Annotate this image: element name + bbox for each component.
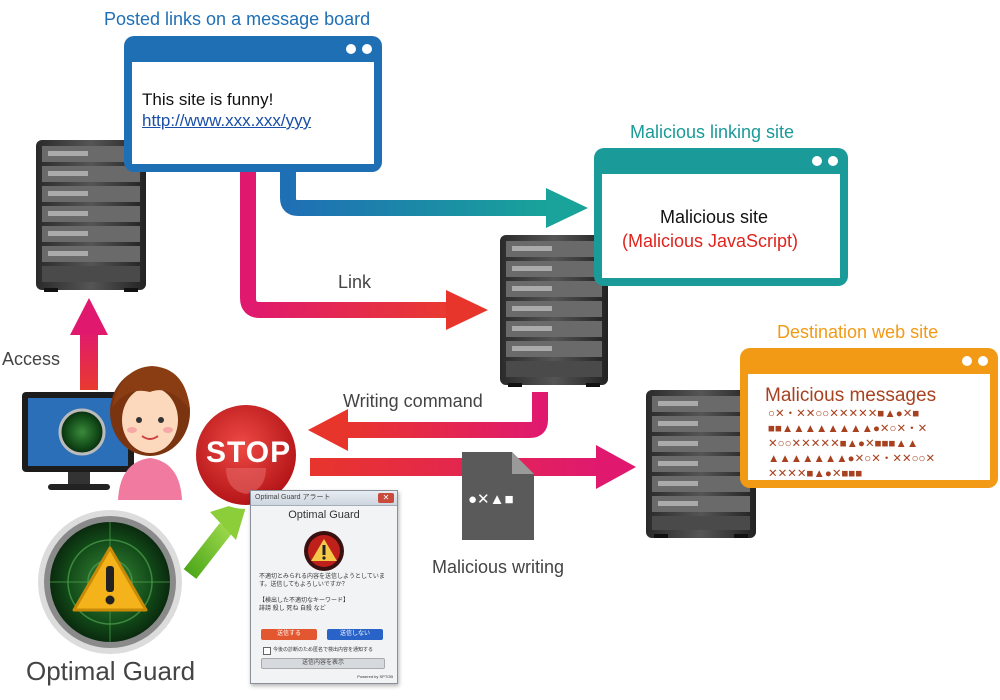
notify-checkbox[interactable] bbox=[263, 647, 271, 655]
green-arrow-shaft bbox=[183, 523, 233, 579]
window-dot-icon bbox=[362, 44, 372, 54]
server-left bbox=[36, 140, 146, 292]
blue-arrow-shaft bbox=[280, 138, 548, 216]
green-arrowhead bbox=[210, 500, 248, 540]
access-arrowhead bbox=[70, 298, 108, 335]
link-label: Link bbox=[338, 272, 372, 292]
window-dot-icon bbox=[962, 356, 972, 366]
post-text: This site is funny! bbox=[142, 90, 274, 109]
dialog-keyword-label: 【検出した不適切なキーワード】 bbox=[259, 598, 350, 604]
malicious-messages-label: Malicious messages bbox=[765, 385, 937, 406]
notify-checkbox-label: 今後の診断のため匿名で検出内容を通知する bbox=[273, 647, 374, 653]
post-link[interactable]: http://www.xxx.xxx/yyy bbox=[142, 111, 312, 130]
malicious-linking-title: Malicious linking site bbox=[630, 122, 795, 142]
malicious-js-label: (Malicious JavaScript) bbox=[622, 231, 799, 251]
dialog-warning-icon bbox=[304, 531, 344, 571]
writing-command-label: Writing command bbox=[343, 391, 483, 411]
close-icon[interactable]: ✕ bbox=[378, 493, 394, 503]
writing-command-arrowhead bbox=[308, 409, 348, 451]
dialog-footer: Powered by SPTOB bbox=[357, 674, 393, 679]
message-line: ✕✕✕✕■▲●✕■■■ bbox=[768, 468, 863, 480]
server-middle bbox=[500, 235, 608, 387]
message-board-body: This site is funny! http://www.xxx.xxx/y… bbox=[132, 62, 374, 164]
destination-title: Destination web site bbox=[777, 322, 939, 342]
blue-arrowhead bbox=[546, 188, 588, 228]
message-board-window: This site is funny! http://www.xxx.xxx/y… bbox=[124, 36, 382, 172]
dialog-titlebar: Optimal Guard アラート bbox=[251, 491, 397, 506]
window-dot-icon bbox=[346, 44, 356, 54]
malicious-message-lines: ○✕・✕✕○○✕✕✕✕✕■▲●✕■ ■■▲▲▲▲▲▲▲▲●✕○✕・✕ ✕○○✕✕… bbox=[768, 407, 990, 482]
linking-site-titlebar bbox=[594, 148, 848, 174]
stop-text: STOP bbox=[206, 436, 292, 469]
malicious-writing-arrowhead bbox=[596, 445, 636, 489]
message-line: ▲▲▲▲▲▲▲●✕○✕・✕✕○○✕ bbox=[768, 453, 936, 465]
server-right bbox=[646, 390, 756, 538]
linking-site-body bbox=[602, 174, 840, 278]
optimal-guard-logo-icon bbox=[38, 510, 182, 654]
message-line: ○✕・✕✕○○✕✕✕✕✕■▲●✕■ bbox=[768, 408, 920, 420]
writing-command-arrow-shaft bbox=[345, 392, 548, 438]
access-label: Access bbox=[2, 349, 61, 369]
message-board-titlebar bbox=[124, 36, 382, 62]
window-dot-icon bbox=[978, 356, 988, 366]
dialog-message: 不適切とみられる内容を送信しようとしています。送信してもよろしいですか？ bbox=[259, 574, 385, 588]
alert-dialog: Optimal Guard アラート ✕ Optimal Guard 不適切とみ… bbox=[250, 490, 398, 684]
stop-sign-icon bbox=[192, 401, 300, 509]
window-dot-icon bbox=[812, 156, 822, 166]
dialog-title: Optimal Guard bbox=[288, 509, 360, 521]
destination-site-window bbox=[740, 348, 998, 488]
destination-body bbox=[748, 374, 990, 480]
malicious-writing-label: Malicious writing bbox=[432, 557, 565, 577]
link-arrowhead bbox=[446, 290, 488, 330]
malicious-linking-site-window bbox=[594, 148, 848, 286]
destination-titlebar bbox=[740, 348, 998, 374]
cancel-send-button[interactable]: 送信しない bbox=[327, 629, 383, 640]
dialog-keywords: 誹謗 殺し 死ね 自殺 など bbox=[259, 606, 326, 612]
posted-links-title: Posted links on a message board bbox=[104, 9, 371, 29]
malicious-site-label: Malicious site bbox=[660, 207, 769, 227]
window-dot-icon bbox=[828, 156, 838, 166]
show-details-button[interactable]: 送信内容を表示 bbox=[261, 658, 385, 669]
access-arrow-shaft bbox=[80, 330, 98, 390]
link-arrow-shaft bbox=[240, 138, 448, 318]
optimal-guard-label: Optimal Guard bbox=[26, 656, 196, 686]
send-button[interactable]: 送信する bbox=[261, 629, 317, 640]
malicious-writing-arrow-shaft bbox=[310, 458, 600, 476]
document-symbols: ●✕▲■ bbox=[468, 491, 514, 508]
user-avatar bbox=[110, 366, 190, 500]
message-line: ■■▲▲▲▲▲▲▲▲●✕○✕・✕ bbox=[768, 423, 928, 435]
message-line: ✕○○✕✕✕✕✕■▲●✕■■■▲▲ bbox=[768, 438, 919, 450]
document-icon bbox=[462, 452, 534, 540]
